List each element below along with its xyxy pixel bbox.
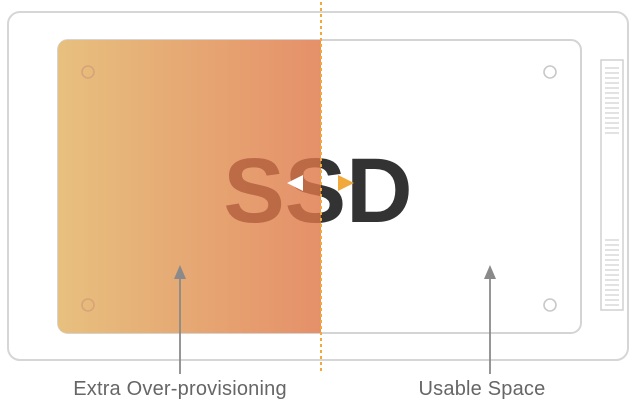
- screw-hole-icon: [81, 298, 95, 312]
- screw-hole-icon: [81, 65, 95, 79]
- arrow-right-icon: [338, 175, 354, 191]
- sata-connector-icon: [600, 59, 624, 311]
- over-provisioning-caption: Extra Over-provisioning: [73, 378, 287, 400]
- left-right-arrows-icon: [287, 175, 354, 191]
- arrow-left-icon: [287, 175, 303, 191]
- up-arrow-pointer-icon: [484, 265, 496, 374]
- over-provisioning-region: [58, 40, 321, 333]
- screw-hole-icon: [543, 65, 557, 79]
- up-arrow-pointer-icon: [174, 265, 186, 374]
- ssd-label-usable-part: SSD: [223, 140, 412, 242]
- usable-space-caption: Usable Space: [418, 378, 546, 400]
- screw-hole-icon: [543, 298, 557, 312]
- ssd-label-over-provisioning-part: SSD: [223, 140, 412, 242]
